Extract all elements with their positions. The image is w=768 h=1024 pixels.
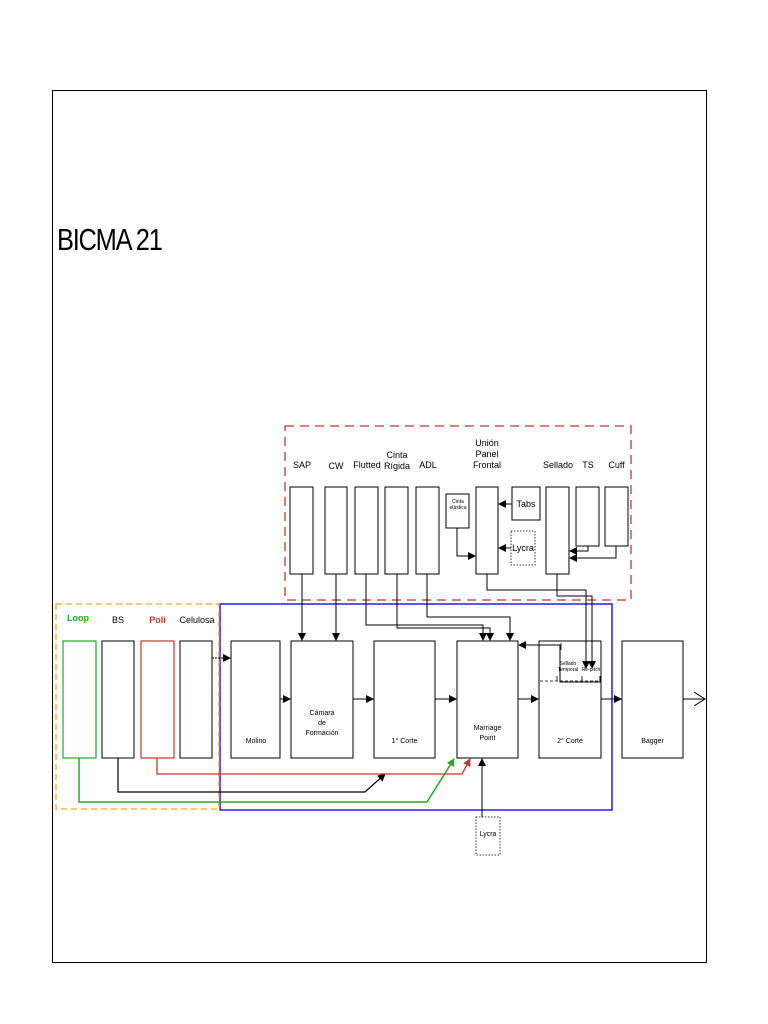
celulosa-label: Celulosa bbox=[179, 615, 215, 625]
cinta-elastica-label: Cinta elástica bbox=[449, 499, 467, 511]
cuff-label: Cuff bbox=[608, 460, 625, 470]
corte2-label: 2° Corte bbox=[557, 738, 583, 745]
arrow-cinta-rigida-marriage bbox=[396, 574, 494, 641]
ts-label: TS bbox=[582, 460, 594, 470]
region-left-inputs bbox=[55, 603, 220, 810]
corte1-label: 1° Corte bbox=[391, 738, 418, 745]
bagger-label: Bagger bbox=[641, 738, 664, 745]
arrow-poli-marriage bbox=[156, 758, 471, 775]
loop-box bbox=[62, 640, 97, 759]
arrow-flutted-marriage bbox=[365, 574, 487, 641]
sellado-label: Sellado bbox=[542, 460, 574, 470]
cw-label: CW bbox=[328, 461, 344, 471]
lycra-bottom-label: Lycra bbox=[479, 831, 497, 838]
camara-box bbox=[290, 640, 354, 759]
diagram-title: BICMA 21 bbox=[57, 222, 163, 257]
lycra-top-label: Lycra bbox=[512, 543, 534, 553]
corte2-box bbox=[538, 640, 602, 759]
poli-label: Poli bbox=[149, 615, 166, 625]
ts-box bbox=[575, 486, 600, 547]
arrow-union-corte2 bbox=[486, 574, 590, 669]
adl-label: ADL bbox=[419, 460, 437, 470]
union-panel-label: Unión Panel Frontal bbox=[472, 438, 501, 470]
adl-box bbox=[415, 486, 440, 575]
cuff-box bbox=[604, 486, 629, 547]
cinta-rigida-box bbox=[384, 486, 409, 575]
sap-label: SAP bbox=[292, 460, 311, 470]
tabs-label: Tabs bbox=[516, 499, 536, 509]
flutted-box bbox=[354, 486, 379, 575]
arrow-bs-corte1 bbox=[117, 758, 386, 793]
sellado-box bbox=[545, 486, 570, 575]
loop-label: Loop bbox=[67, 613, 89, 623]
page-frame bbox=[52, 90, 707, 963]
arrow-adl-marriage bbox=[426, 574, 514, 641]
region-main-process bbox=[219, 603, 613, 811]
corte1-box bbox=[373, 640, 436, 759]
poli-box bbox=[140, 640, 175, 759]
arrow-ts-sellado bbox=[569, 546, 589, 555]
celulosa-box bbox=[179, 640, 213, 759]
arrow-repitch-marriage bbox=[518, 641, 601, 683]
camara-label: Cámara de Formación bbox=[305, 710, 339, 737]
bs-label: BS bbox=[111, 615, 124, 625]
arrow-cinta-elastica-union bbox=[456, 528, 476, 560]
arrow-sellado-corte2 bbox=[556, 574, 596, 669]
marriage-label: Marriage Point bbox=[473, 725, 502, 742]
molino-label: Molino bbox=[245, 738, 267, 745]
bagger-box bbox=[621, 640, 684, 759]
sellado-temporal-label: Sellado Temporal bbox=[557, 661, 579, 673]
region-top-materials bbox=[284, 425, 632, 601]
lycra-bottom-box bbox=[475, 816, 501, 856]
flutted-label: Flutted bbox=[353, 460, 381, 470]
molino-box bbox=[230, 640, 281, 759]
marriage-box bbox=[456, 640, 519, 759]
cinta-rigida-label: Cinta Rígida bbox=[383, 450, 410, 471]
arrow-loop-marriage bbox=[78, 758, 455, 803]
sap-box bbox=[289, 486, 314, 575]
bs-box bbox=[101, 640, 135, 759]
union-panel-box bbox=[475, 486, 499, 575]
cw-box bbox=[324, 486, 348, 575]
re-pitch-label: Re-pitch bbox=[581, 667, 601, 673]
arrow-cuff-sellado bbox=[569, 546, 617, 562]
